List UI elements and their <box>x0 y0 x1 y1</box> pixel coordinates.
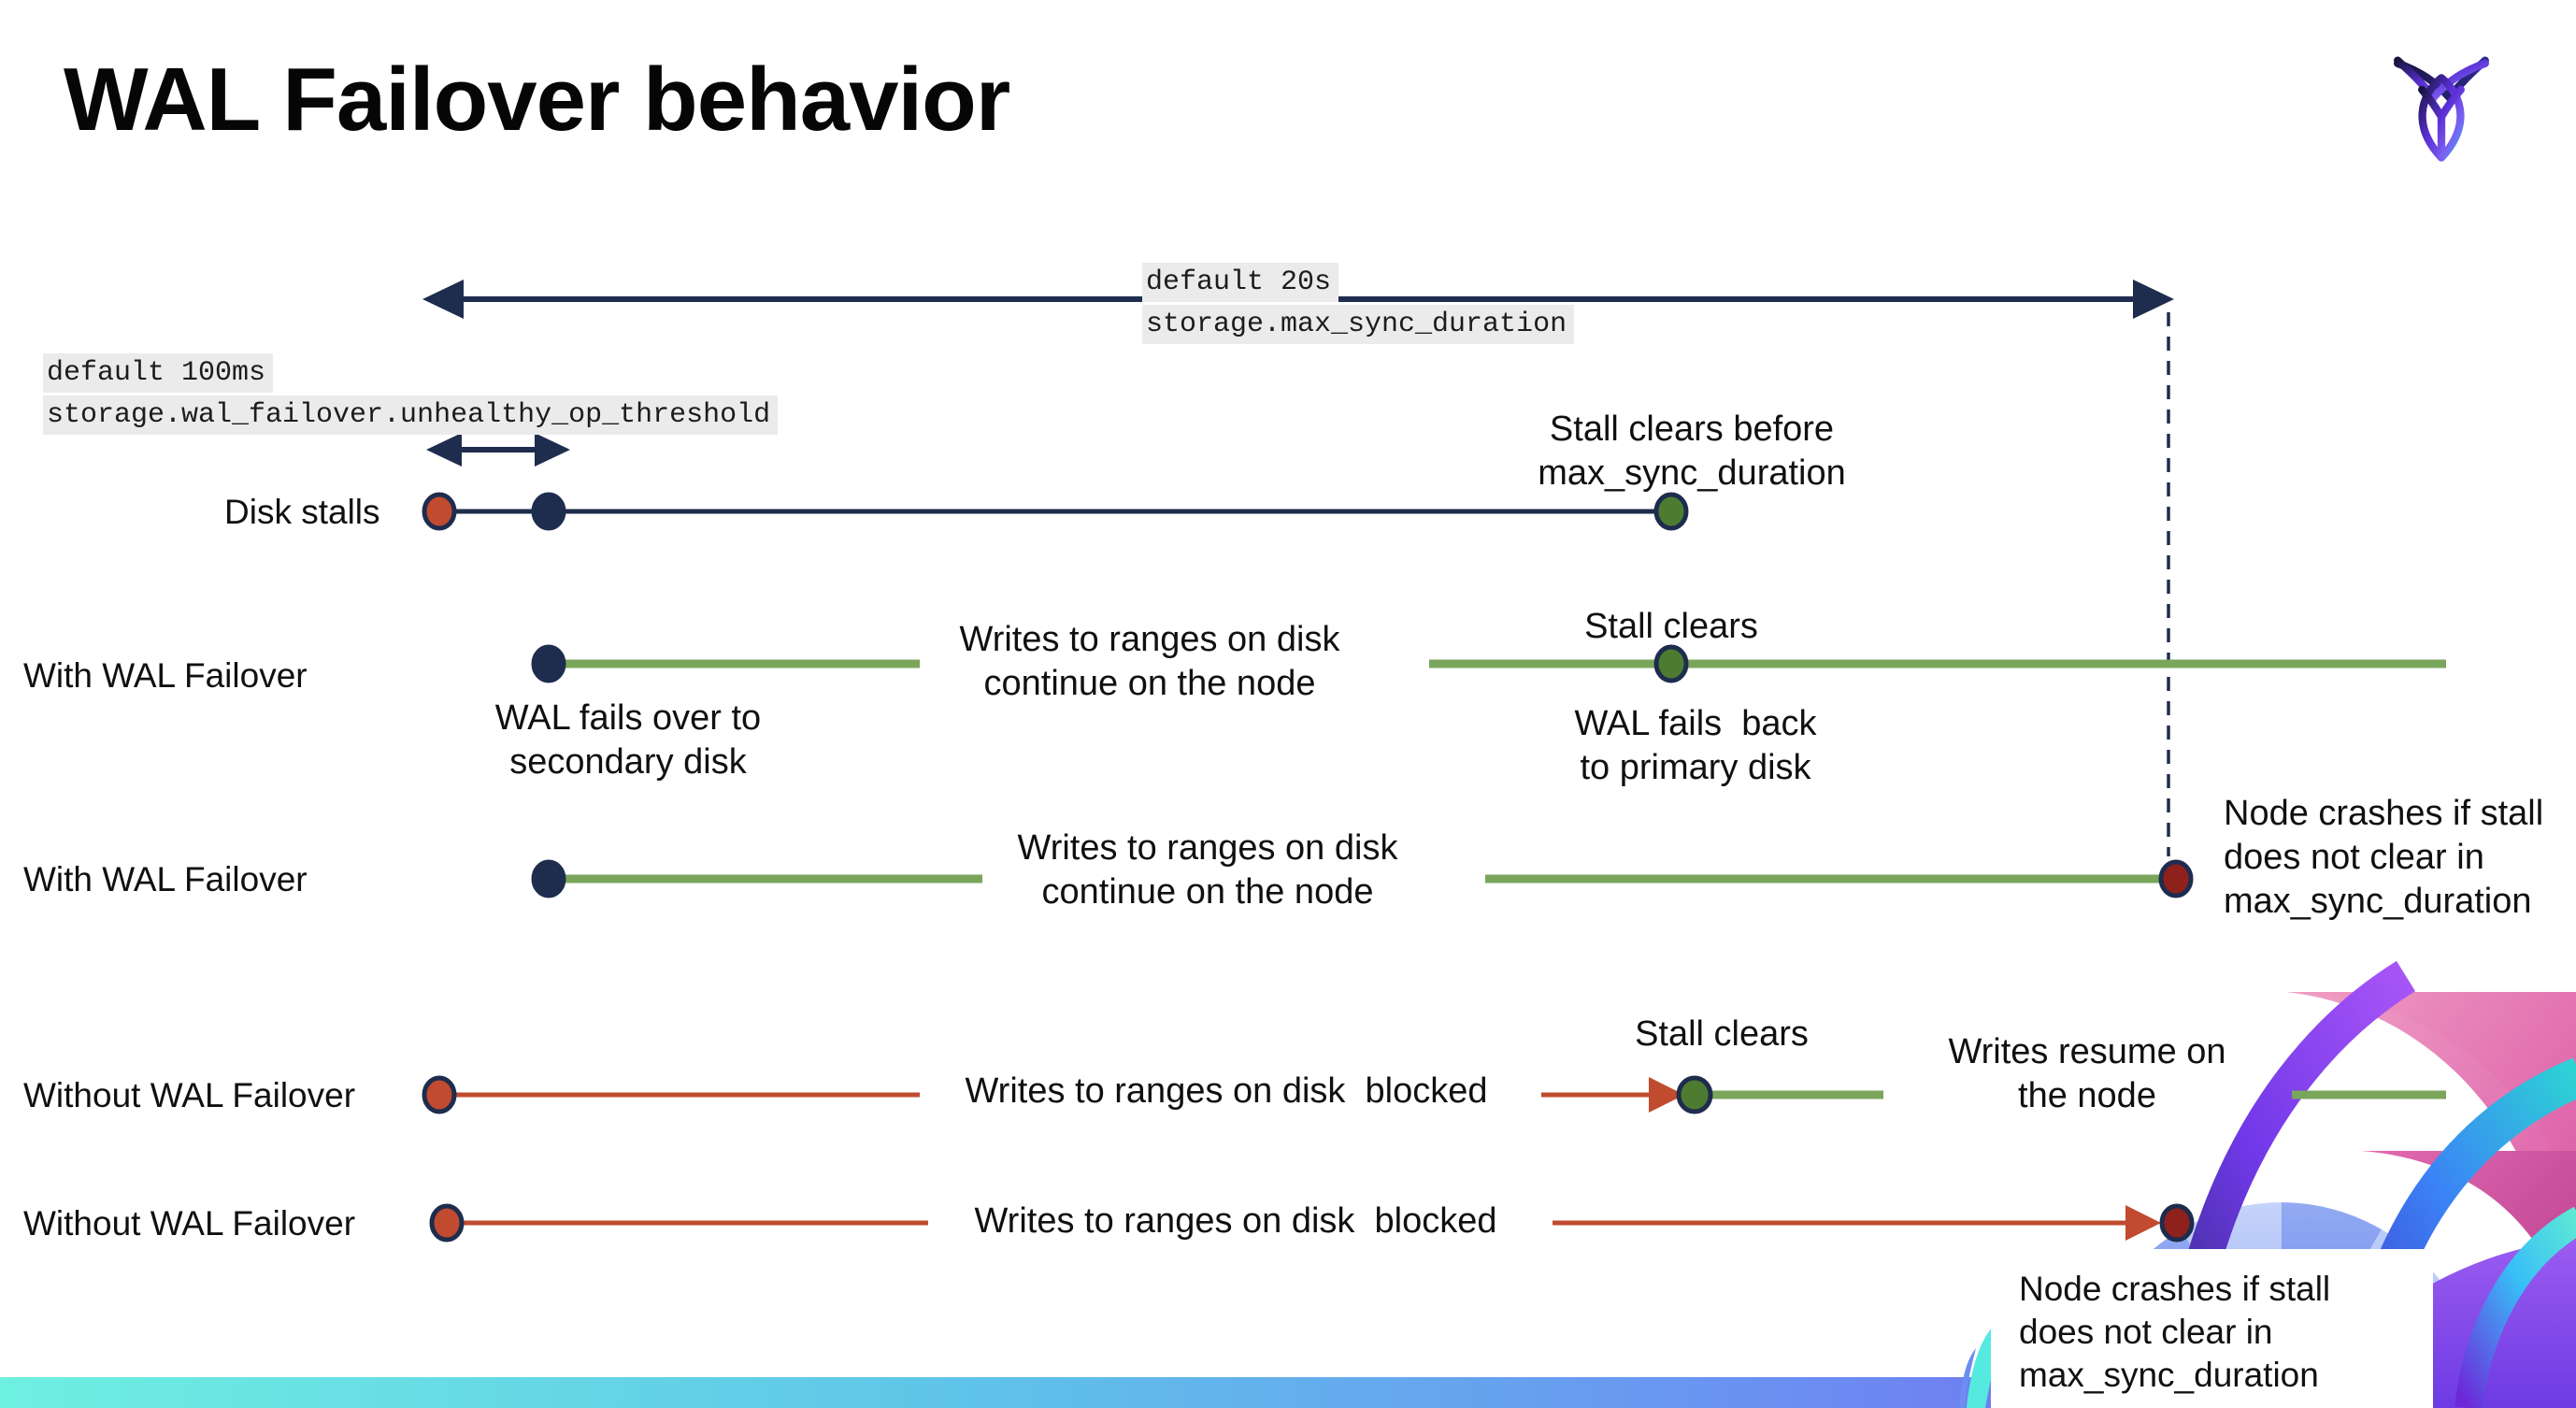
annotation-line: to primary disk <box>1580 748 1811 787</box>
cockroachdb-logo-icon <box>2394 56 2489 162</box>
crash-dot <box>2158 859 2194 898</box>
callout-default-100ms-text: default 100ms <box>43 353 274 393</box>
annotation-line: Writes to ranges on disk <box>959 620 1340 659</box>
callout-max-sync-duration: default 20s storage.max_sync_duration <box>1142 263 1575 347</box>
stall-clears-dot <box>1653 492 1689 531</box>
page-title: WAL Failover behavior <box>64 50 1010 150</box>
callout-unhealthy-op-threshold: default 100ms storage.wal_failover.unhea… <box>43 353 779 438</box>
artwork-cyan-arc <box>2454 1206 2576 1408</box>
artwork-pink-petal <box>2286 992 2576 1361</box>
annotation-writes-continue-1: Writes to ranges on disk continue on the… <box>960 618 1340 706</box>
annotation-writes-resume: Writes resume on the node <box>1948 1030 2225 1118</box>
annotation-node-crashes-1: Node crashes if stall does not clear in … <box>2224 792 2543 924</box>
annotation-line: WAL fails over to <box>494 698 762 738</box>
annotation-line: does not clear in <box>2224 838 2484 877</box>
stall-start-dot <box>422 1075 457 1114</box>
annotation-wal-fails-back: WAL fails back to primary disk <box>1574 702 1816 790</box>
annotation-line: does not clear in <box>2019 1313 2273 1351</box>
timeline-with-wal-2 <box>531 859 2194 898</box>
timeline-with-wal-1 <box>531 644 2446 683</box>
stall-start-dot <box>429 1203 465 1243</box>
annotation-line: Stall clears <box>1635 1014 1809 1054</box>
stall-clears-dot <box>1676 1075 1713 1114</box>
unhealthy-op-threshold-arrow <box>426 433 570 467</box>
arrow-head-left <box>422 280 464 319</box>
annotation-stall-clears-1: Stall clears <box>1584 605 1758 649</box>
annotation-line: WAL fails back <box>1574 704 1817 743</box>
annotation-writes-blocked-2: Writes to ranges on disk blocked <box>974 1200 1496 1243</box>
arrow-head-right <box>2133 280 2174 319</box>
crash-dot <box>2159 1203 2195 1243</box>
row-label-with-wal-1: With WAL Failover <box>23 656 308 695</box>
annotation-line: Writes to ranges on disk blocked <box>974 1201 1497 1241</box>
annotation-line: Stall clears <box>1584 607 1758 646</box>
annotation-line: continue on the node <box>983 664 1316 703</box>
timeline-without-wal-2 <box>429 1203 2195 1243</box>
arrow-head-right <box>535 433 570 467</box>
annotation-line: Node crashes if stall <box>2019 1270 2331 1308</box>
annotation-line: Node crashes if stall <box>2224 794 2544 833</box>
row-label-without-wal-2: Without WAL Failover <box>23 1204 356 1243</box>
threshold-dot <box>531 492 566 531</box>
timeline-disk-stalls <box>422 492 1689 531</box>
artwork-magenta-petal <box>2361 1151 2576 1361</box>
annotation-line: max_sync_duration <box>2224 882 2532 921</box>
annotation-node-crashes-2: Node crashes if stall does not clear in … <box>1991 1249 2433 1397</box>
callout-max-sync-duration-text: storage.max_sync_duration <box>1142 305 1575 344</box>
annotation-line: the node <box>2018 1076 2156 1115</box>
annotation-line: max_sync_duration <box>1538 453 1846 493</box>
row-label-with-wal-2: With WAL Failover <box>23 860 308 898</box>
logo-antenna-right <box>2394 56 2489 104</box>
failover-dot <box>531 859 566 898</box>
annotation-writes-blocked-1: Writes to ranges on disk blocked <box>965 1070 1487 1113</box>
failover-dot <box>531 644 566 683</box>
timeline-without-wal-1 <box>422 1075 2446 1114</box>
annotation-stall-clears-2: Stall clears <box>1635 1013 1809 1056</box>
annotation-line: secondary disk <box>509 742 747 782</box>
row-label-without-wal-1: Without WAL Failover <box>23 1076 356 1114</box>
blocked-arrow-head <box>1649 1077 1684 1113</box>
arrow-head-left <box>426 433 462 467</box>
stall-clears-dot <box>1653 644 1689 683</box>
annotation-node-crashes-2-box: Node crashes if stall does not clear in … <box>1991 1249 2433 1408</box>
row-label-disk-stalls: Disk stalls <box>224 493 380 531</box>
artwork-blue-sliver <box>1959 1348 1976 1408</box>
callout-unhealthy-op-threshold-text: storage.wal_failover.unhealthy_op_thresh… <box>43 395 779 435</box>
annotation-writes-continue-2: Writes to ranges on disk continue on the… <box>1018 826 1398 914</box>
blocked-arrow-head <box>2125 1205 2161 1241</box>
annotation-line: Writes resume on <box>1948 1032 2226 1071</box>
callout-default-20s-text: default 20s <box>1142 263 1339 302</box>
annotation-stall-clears-before: Stall clears before max_sync_duration <box>1538 408 1846 496</box>
annotation-line: continue on the node <box>1041 872 1374 912</box>
annotation-line: max_sync_duration <box>2019 1356 2319 1394</box>
annotation-line: Stall clears before <box>1549 409 1835 449</box>
annotation-line: Writes to ranges on disk blocked <box>965 1071 1488 1111</box>
annotation-line: Writes to ranges on disk <box>1017 828 1398 868</box>
logo-vein <box>2418 85 2465 158</box>
stall-start-dot <box>422 492 457 531</box>
annotation-wal-fails-over: WAL fails over to secondary disk <box>495 697 761 784</box>
